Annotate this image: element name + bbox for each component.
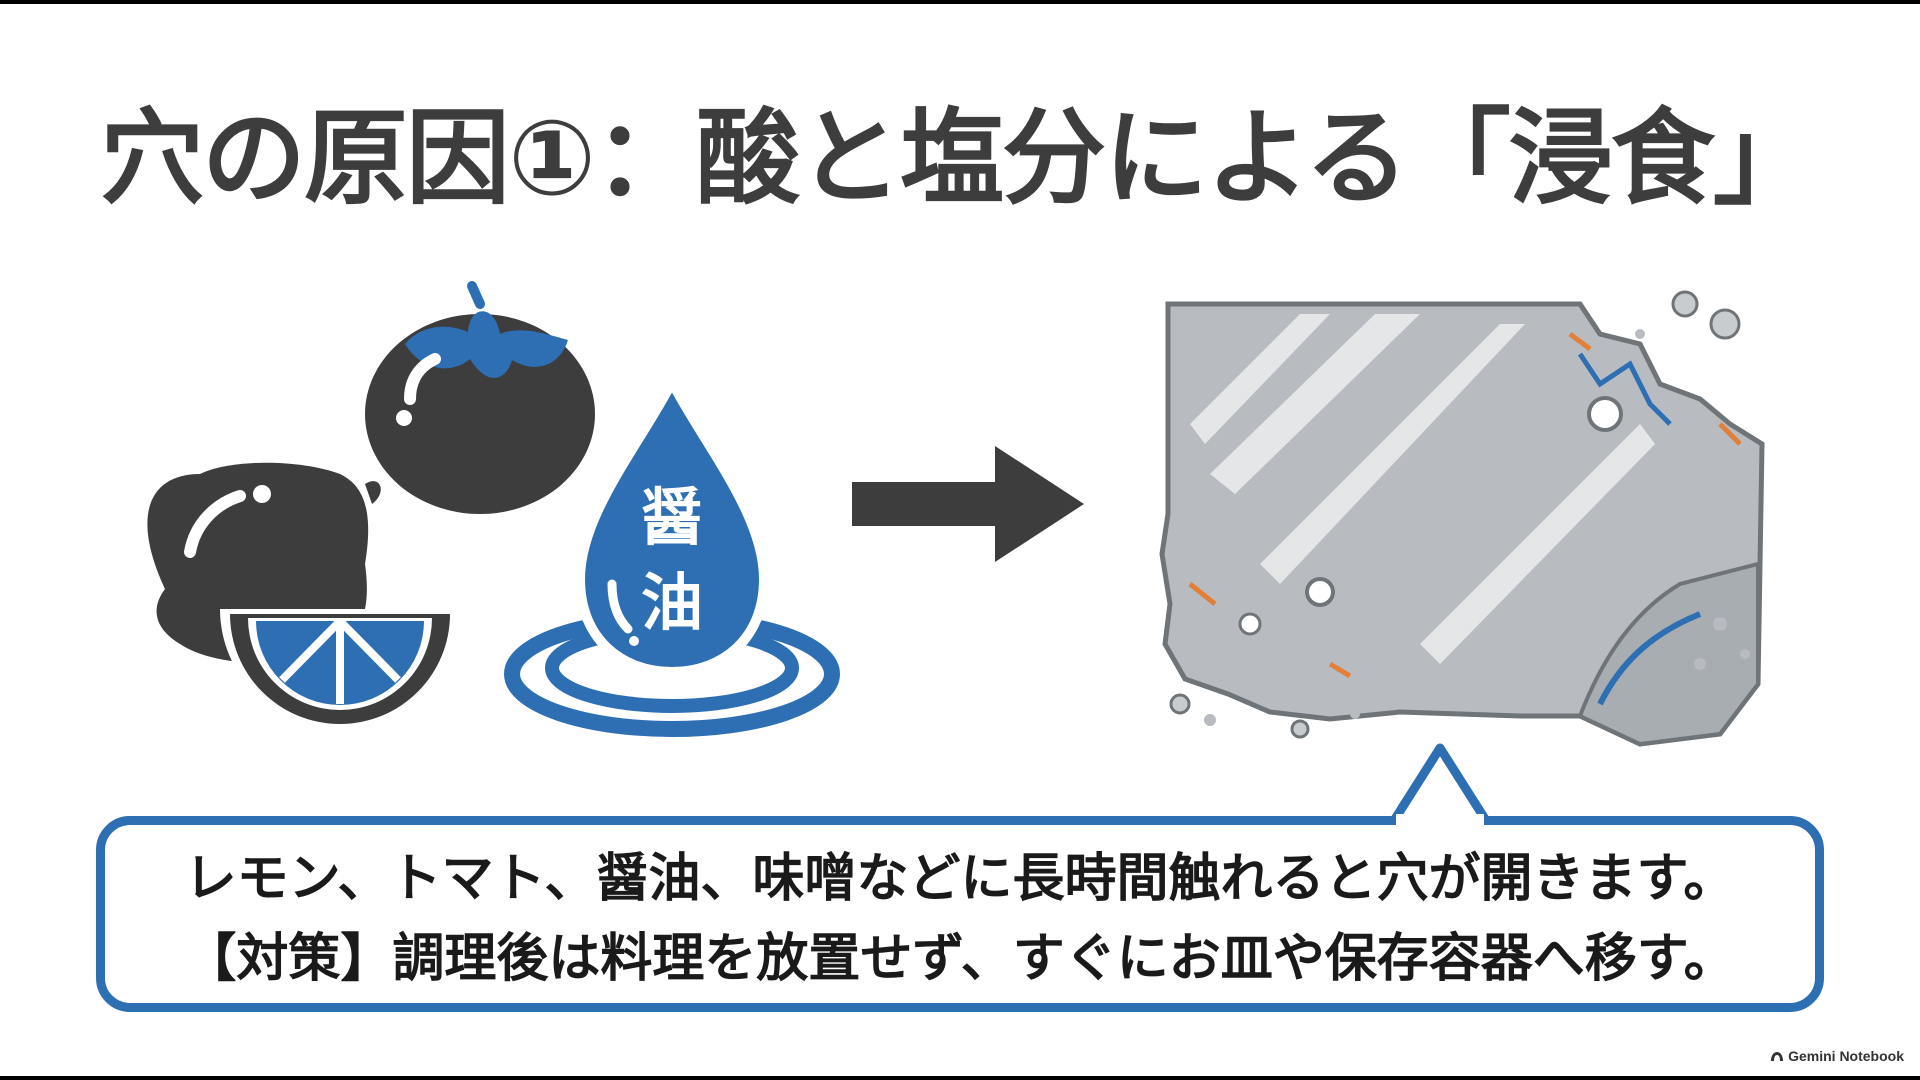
callout-line-2: 【対策】調理後は料理を放置せず、すぐにお皿や保存容器へ移す。 [184, 929, 1736, 989]
lemon-slice-icon [220, 609, 460, 729]
callout-box: レモン、トマト、醤油、味噌などに長時間触れると穴が開きます。 【対策】調理後は料… [96, 816, 1824, 1012]
corroded-foil-icon [1159, 290, 1765, 747]
slide-title: 穴の原因①：酸と塩分による「浸食」 [100, 97, 1817, 219]
callout-text: レモン、トマト、醤油、味噌などに長時間触れると穴が開きます。 【対策】調理後は料… [105, 839, 1815, 999]
soy-sauce-drop-icon: 醤 油 [504, 371, 840, 737]
arrow-right-icon [852, 446, 1084, 562]
brand-label: Gemini Notebook [1788, 1048, 1904, 1064]
illustration: 醤 油 [147, 281, 1765, 747]
brand-logo-icon [1771, 1052, 1784, 1061]
brand-watermark: Gemini Notebook [1770, 1048, 1904, 1064]
tomato-icon [365, 281, 595, 514]
drop-label-top: 醤 [641, 481, 703, 554]
drop-label-bottom: 油 [641, 566, 703, 639]
slide: 穴の原因①：酸と塩分による「浸食」 [0, 4, 1920, 1076]
callout-line-1: レモン、トマト、醤油、味噌などに長時間触れると穴が開きます。 [184, 849, 1736, 909]
